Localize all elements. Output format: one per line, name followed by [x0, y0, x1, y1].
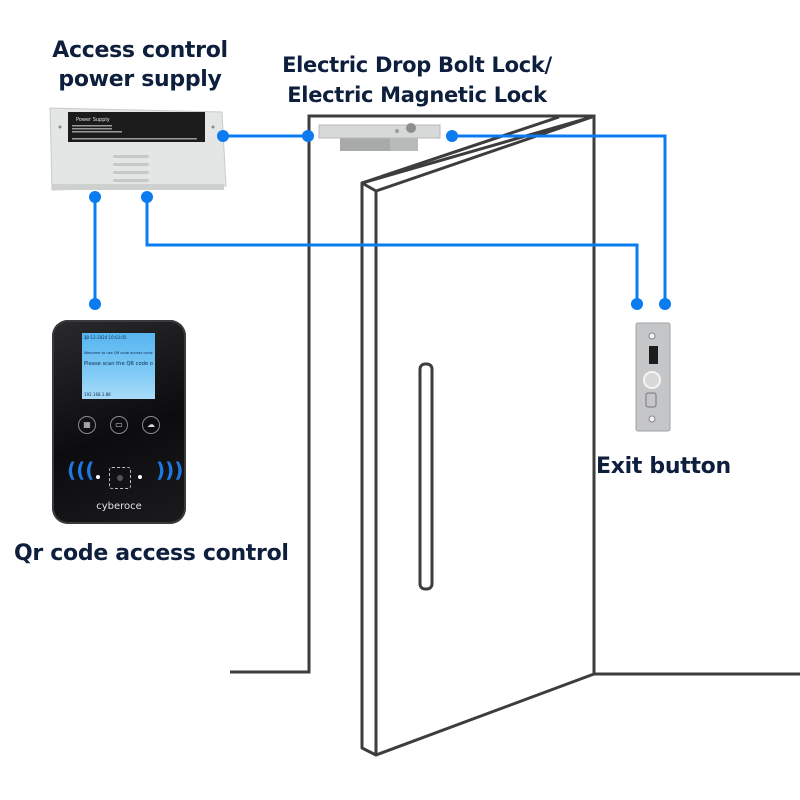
wire-terminals [89, 130, 671, 310]
power-supply-plate [68, 112, 205, 142]
terminal-screen: 10-12-2024 10:03:05 ○ Welcome to use QR … [82, 333, 155, 399]
power-supply-label-line1: Access control [52, 38, 228, 63]
lock-label: Electric Drop Bolt Lock/ Electric Magnet… [262, 50, 572, 110]
door-bottom [375, 672, 595, 757]
power-supply-label: Access control power supply [40, 36, 240, 94]
wire-power-to-exit [145, 197, 639, 304]
qr-code-icon: ▦ [78, 416, 96, 434]
terminal-dot [141, 191, 153, 203]
wiring [93, 134, 667, 304]
qr-scanner-window [109, 467, 131, 489]
terminal-brand: cyberoce [96, 501, 142, 512]
terminal-dot [446, 130, 458, 142]
door-edge [360, 115, 593, 757]
door-frame [230, 114, 800, 676]
door-handle [418, 362, 434, 591]
cloud-icon: ☁ [142, 416, 160, 434]
nfc-wave-left-icon: ((( [67, 458, 95, 482]
power-supply-plate-text: Power Supply [76, 117, 110, 123]
screen-welcome: Welcome to use QR code access control [84, 351, 153, 355]
drop-bolt-lock-device [318, 123, 441, 151]
power-supply-device: Power Supply [49, 107, 227, 191]
lock-label-line1: Electric Drop Bolt Lock/ [282, 53, 552, 77]
screen-ip: 192.168.1.88 [84, 392, 111, 397]
terminal-dot [659, 298, 671, 310]
exit-button-label: Exit button [596, 454, 731, 479]
wire-lock-to-exit [452, 134, 667, 304]
card-icon: ▭ [110, 416, 128, 434]
screen-datetime: 10-12-2024 10:03:05 [84, 335, 127, 340]
qr-access-terminal: 10-12-2024 10:03:05 ○ Welcome to use QR … [52, 320, 186, 524]
screen-prompt: Please scan the QR code or swipe your ca… [84, 361, 153, 367]
exit-button-device [635, 322, 671, 432]
qr-terminal-label: Qr code access control [14, 541, 289, 566]
door-panel [360, 115, 595, 757]
terminal-dot [217, 130, 229, 142]
scanner-lens [117, 475, 123, 481]
terminal-dot [302, 130, 314, 142]
terminal-dot [631, 298, 643, 310]
nfc-wave-right-icon: ))) [156, 458, 184, 482]
power-supply-label-line2: power supply [58, 67, 222, 92]
led-indicator [138, 475, 142, 479]
lock-label-line2: Electric Magnetic Lock [287, 83, 547, 107]
door-top [360, 115, 560, 193]
wifi-icon: ○ [84, 335, 88, 340]
terminal-dot [89, 298, 101, 310]
led-indicator [96, 475, 100, 479]
terminal-dot [89, 191, 101, 203]
door-frame-outline [230, 114, 800, 676]
